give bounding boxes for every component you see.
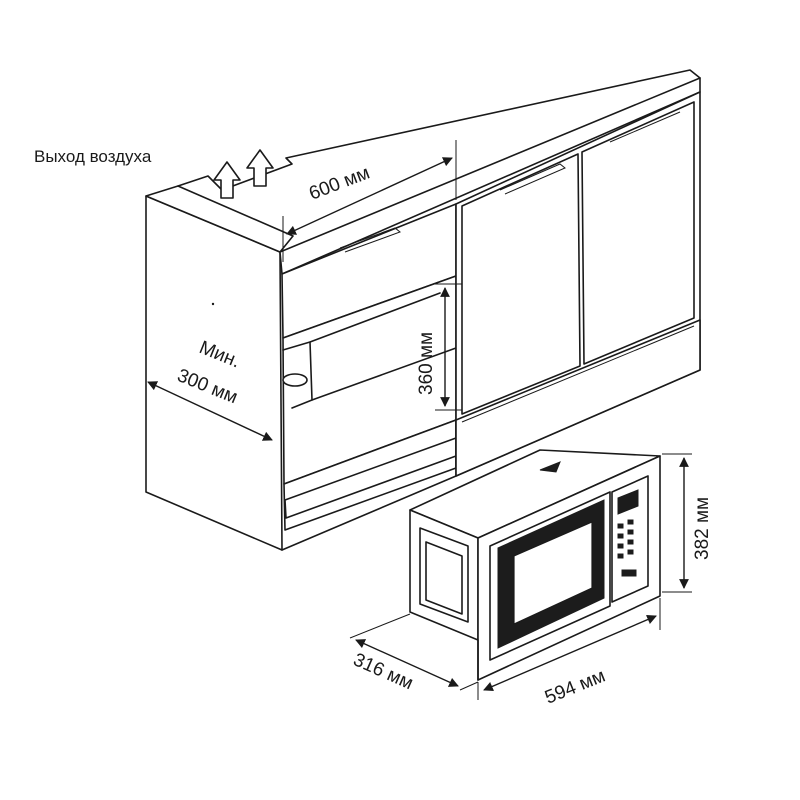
dim-300 (147, 381, 273, 441)
dim-360 (435, 283, 462, 411)
air-outlet-label: Выход воздуха (34, 147, 152, 166)
microwave-button (627, 549, 634, 555)
air-outlet-arrows (213, 149, 274, 199)
dim-382 (662, 453, 692, 593)
microwave-buttons (617, 519, 637, 577)
microwave-side-panel (419, 527, 469, 623)
air-arrow-up-icon (213, 161, 241, 199)
microwave-start-button (621, 569, 637, 577)
microwave-button (617, 543, 624, 549)
cabinet-door-right (581, 101, 695, 365)
vent-hole (282, 373, 308, 387)
dim-600 (282, 140, 457, 262)
microwave (409, 449, 661, 681)
microwave-button (627, 519, 634, 525)
cabinet-lower-strip (455, 319, 701, 477)
width-niche-label: 600 мм (306, 162, 372, 204)
height-niche-label: 360 мм (416, 332, 437, 395)
cabinet-left-side (145, 195, 283, 551)
air-arrow-up-icon (246, 149, 274, 187)
cabinet (145, 69, 701, 551)
microwave-button (627, 529, 634, 535)
microwave-top-vent-icon (539, 461, 561, 473)
microwave-button (627, 539, 634, 545)
dim-316 (349, 613, 479, 691)
dim-594 (477, 598, 661, 700)
cabinet-door-left (461, 153, 581, 415)
microwave-button (617, 553, 624, 559)
oven-width-label: 594 мм (542, 666, 608, 709)
microwave-button (617, 523, 624, 529)
oven-height-label: 382 мм (692, 497, 713, 560)
microwave-button (617, 533, 624, 539)
oven-depth-label: 316 мм (350, 649, 416, 694)
cabinet-left-top-edge (145, 185, 294, 253)
microwave-display (617, 489, 639, 515)
